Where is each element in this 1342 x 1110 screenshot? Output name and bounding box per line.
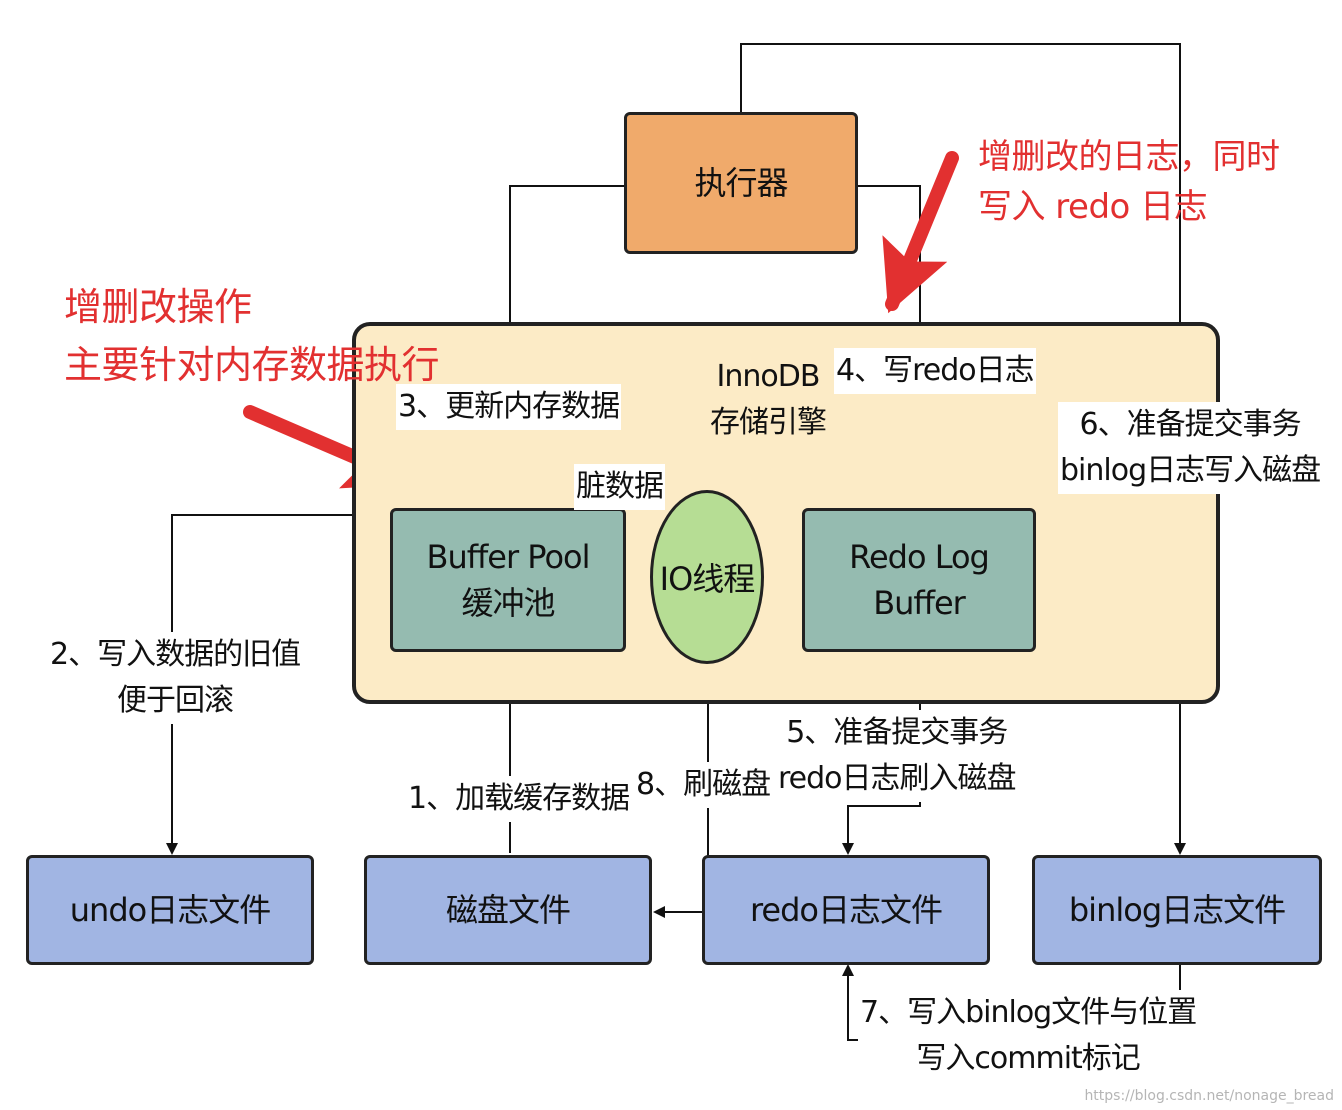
label-step3: 3、更新内存数据 — [396, 384, 622, 430]
annotation-right: 增删改的日志，同时 写入 redo 日志 — [978, 137, 1280, 227]
innodb-title: InnoDB 存储引擎 — [710, 359, 827, 440]
io-thread-label: IO线程 — [659, 560, 756, 598]
label-step1: 1、加载缓存数据 — [406, 776, 632, 822]
edge-engine-to-undo — [166, 514, 352, 855]
io-thread-node: IO线程 — [650, 490, 764, 664]
annotation-left: 增删改操作 主要针对内存数据执行 — [64, 285, 440, 387]
label-step5: 5、准备提交事务 redo日志刷入磁盘 — [776, 710, 1018, 802]
executor-label: 执行器 — [694, 164, 788, 202]
binlog-file-node: binlog日志文件 — [1032, 855, 1322, 965]
red-arrow-right — [882, 151, 959, 314]
redo-log-buffer-node: Redo Log Buffer — [802, 508, 1036, 652]
label-step4: 4、写redo日志 — [834, 348, 1036, 394]
redo-file-node: redo日志文件 — [702, 855, 990, 965]
buffer-pool-node: Buffer Pool 缓冲池 — [390, 508, 626, 652]
label-step7: 7、写入binlog文件与位置 写入commit标记 — [858, 990, 1199, 1082]
disk-file-node: 磁盘文件 — [364, 855, 652, 965]
label-step8: 8、刷磁盘 — [634, 762, 773, 808]
executor-node: 执行器 — [624, 112, 858, 254]
label-dirty-data: 脏数据 — [574, 464, 665, 510]
watermark: https://blog.csdn.net/nonage_bread — [1084, 1088, 1334, 1104]
label-step6: 6、准备提交事务 binlog日志写入磁盘 — [1058, 402, 1323, 494]
label-step2: 2、写入数据的旧值 便于回滚 — [48, 632, 303, 724]
undo-file-node: undo日志文件 — [26, 855, 314, 965]
